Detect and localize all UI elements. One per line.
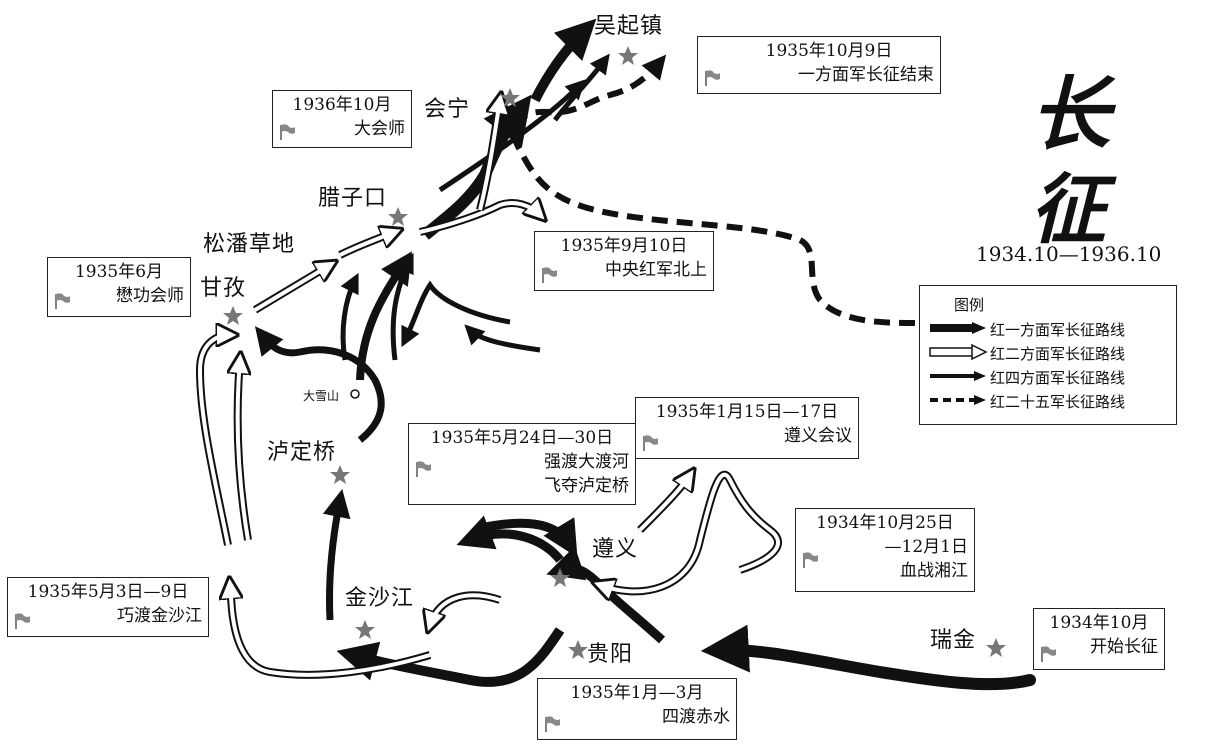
event-date: 1935年10月9日 [765, 41, 893, 61]
event-desc: 巧渡金沙江 [117, 606, 202, 626]
flag-icon [705, 70, 720, 86]
dot-daxueshan [350, 389, 360, 399]
legend-item-red-4th-army: 红四方面军长征路线 [928, 366, 1173, 388]
event-date: 1935年5月24日—30日 [430, 428, 614, 448]
map-legend: 图例 红一方面军长征路线 红二方面军长征路线 红四方面军长征路线 [919, 285, 1177, 425]
event-box-march-start: 1934年10月 开始长征 [1033, 608, 1165, 670]
legend-swatch-dashed [930, 395, 986, 405]
event-box-grand-meeting: 1936年10月 大会师 [272, 90, 412, 148]
event-box-maogong-meeting: 1935年6月 懋功会师 [47, 257, 191, 317]
flag-icon [643, 435, 658, 451]
event-box-jinsha-river: 1935年5月3日—9日 巧渡金沙江 [7, 577, 209, 637]
legend-label: 红二十五军长征路线 [990, 393, 1126, 411]
event-date: 1935年1月15日—17日 [655, 402, 839, 422]
label-ganzi: 甘孜 [200, 276, 247, 301]
route-red-1st-army [255, 18, 1036, 691]
place-markers [223, 46, 1006, 659]
title-dates: 1934.10—1936.10 [976, 242, 1162, 266]
flag-icon [545, 716, 560, 732]
legend-label: 红四方面军长征路线 [990, 369, 1126, 387]
flag-icon [55, 293, 70, 309]
legend-label: 红二方面军长征路线 [990, 345, 1126, 363]
event-box-chishui-river: 1935年1月—3月 四渡赤水 [537, 678, 737, 740]
flag-icon [1041, 646, 1056, 662]
route-red-4th-army [340, 53, 610, 361]
event-box-dadu-river: 1935年5月24日—30日 强渡大渡河 飞夺泸定桥 [408, 423, 636, 505]
legend-swatch-hollow [929, 344, 988, 360]
star-huining [500, 88, 520, 107]
event-box-zunyi-conference: 1935年1月15日—17日 遵义会议 [635, 397, 859, 459]
label-jinshajiang: 金沙江 [345, 586, 415, 611]
event-desc: 大会师 [354, 119, 405, 139]
route-red-25th-army [511, 54, 916, 326]
event-box-xiang-river: 1934年10月25日 —12月1日 血战湘江 [795, 508, 975, 592]
legend-swatch-thin-solid [930, 371, 986, 381]
label-wuqizhen: 吴起镇 [594, 14, 664, 39]
flag-icon [542, 267, 557, 283]
label-zunyi: 遵义 [592, 537, 639, 562]
event-date: 1935年5月3日—9日 [27, 582, 189, 602]
legend-item-red-2nd-army: 红二方面军长征路线 [928, 342, 1173, 364]
event-desc: —12月1日 [884, 537, 968, 557]
legend-item-red-1st-army: 红一方面军长征路线 [928, 318, 1173, 340]
event-box-central-army-north: 1935年9月10日 中央红军北上 [534, 231, 714, 291]
star-wuqizhen [618, 46, 638, 65]
event-date: 1935年9月10日 [560, 236, 688, 256]
title-glyph-chang: 长 [1030, 67, 1110, 161]
event-desc-2: 血战湘江 [900, 561, 968, 581]
star-zunyi [550, 568, 570, 587]
label-lazikou: 腊子口 [318, 186, 388, 211]
flag-icon [15, 613, 30, 629]
star-ludingqiao [330, 465, 350, 484]
label-ludingqiao: 泸定桥 [267, 440, 337, 465]
star-ganzi [223, 306, 243, 325]
star-lazikou [388, 207, 408, 226]
event-desc: 四渡赤水 [662, 707, 730, 727]
star-jinshajiang [355, 620, 375, 639]
event-box-long-march-end: 1935年10月9日 一方面军长征结束 [697, 36, 941, 94]
event-date: 1934年10月 [1049, 613, 1149, 633]
title-glyph-zheng: 征 [1030, 165, 1106, 254]
event-desc: 遵义会议 [784, 426, 852, 446]
label-songpan: 松潘草地 [203, 232, 296, 257]
label-daxueshan: 大雪山 [303, 389, 340, 403]
label-ruijin: 瑞金 [930, 628, 977, 653]
event-date: 1935年1月—3月 [570, 683, 704, 703]
event-date: 1936年10月 [292, 95, 392, 115]
event-desc: 开始长征 [1090, 637, 1158, 657]
event-date: 1934年10月25日 [816, 513, 954, 533]
flag-icon [416, 461, 431, 477]
legend-item-red-25th-army: 红二十五军长征路线 [928, 390, 1173, 412]
flag-icon [280, 124, 295, 140]
event-desc: 一方面军长征结束 [798, 65, 934, 85]
event-date: 1935年6月 [74, 262, 164, 282]
label-guiyang: 贵阳 [587, 642, 634, 667]
label-huining: 会宁 [424, 97, 471, 122]
event-desc: 强渡大渡河 [544, 452, 629, 472]
legend-title: 图例 [954, 296, 985, 314]
event-desc-2: 飞夺泸定桥 [544, 476, 629, 496]
star-ruijin [986, 638, 1006, 657]
event-desc: 中央红军北上 [605, 260, 707, 280]
event-desc: 懋功会师 [116, 286, 184, 306]
route-red-2nd-army [195, 100, 782, 679]
legend-label: 红一方面军长征路线 [990, 321, 1126, 339]
flag-icon [803, 552, 818, 568]
legend-swatch-thick-solid [930, 322, 986, 334]
star-guiyang [568, 640, 588, 659]
